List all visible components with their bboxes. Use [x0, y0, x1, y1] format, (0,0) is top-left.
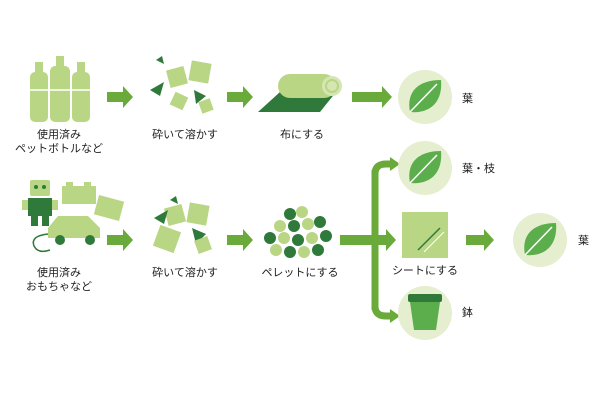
pellets-icon [264, 206, 332, 258]
arrow-4 [107, 229, 133, 251]
toys-icon [22, 180, 125, 253]
row2-input-label-line1: 使用済み [37, 266, 81, 279]
leaf-icon [398, 70, 452, 124]
row2-branch-top-label: 葉・枝 [462, 162, 495, 175]
row2-branch-mid-output-label: 葉 [578, 234, 589, 247]
pet-bottles-icon [30, 56, 90, 122]
row2-branch-bottom-label: 鉢 [462, 306, 473, 319]
row2-step1-label: 砕いて溶かす [152, 266, 218, 279]
row2-input-label-line2: おもちゃなど [26, 280, 92, 293]
arrow-1 [107, 86, 133, 108]
crushed-plastic-icon [152, 196, 212, 254]
branch-connector [340, 157, 400, 323]
leaf-icon [513, 213, 567, 267]
row1-output-label: 葉 [462, 92, 473, 105]
arrow-6 [466, 229, 494, 251]
arrow-3 [352, 86, 392, 108]
arrow-2 [227, 86, 253, 108]
pot-icon [398, 286, 452, 340]
crushed-plastic-icon [150, 56, 214, 114]
sheet-icon [402, 212, 448, 258]
fabric-roll-icon [258, 74, 342, 112]
row1-step1-label: 砕いて溶かす [152, 128, 218, 141]
row1-input-label-line1: 使用済み [37, 128, 81, 141]
row1-step2-label: 布にする [279, 128, 325, 141]
arrow-5 [227, 229, 253, 251]
row1-input-label-line2: ペットボトルなど [15, 142, 103, 155]
row2-branch-mid-label: シートにする [391, 264, 459, 277]
leaf-icon [398, 141, 452, 195]
row2-step2-label: ペレットにする [261, 266, 339, 279]
